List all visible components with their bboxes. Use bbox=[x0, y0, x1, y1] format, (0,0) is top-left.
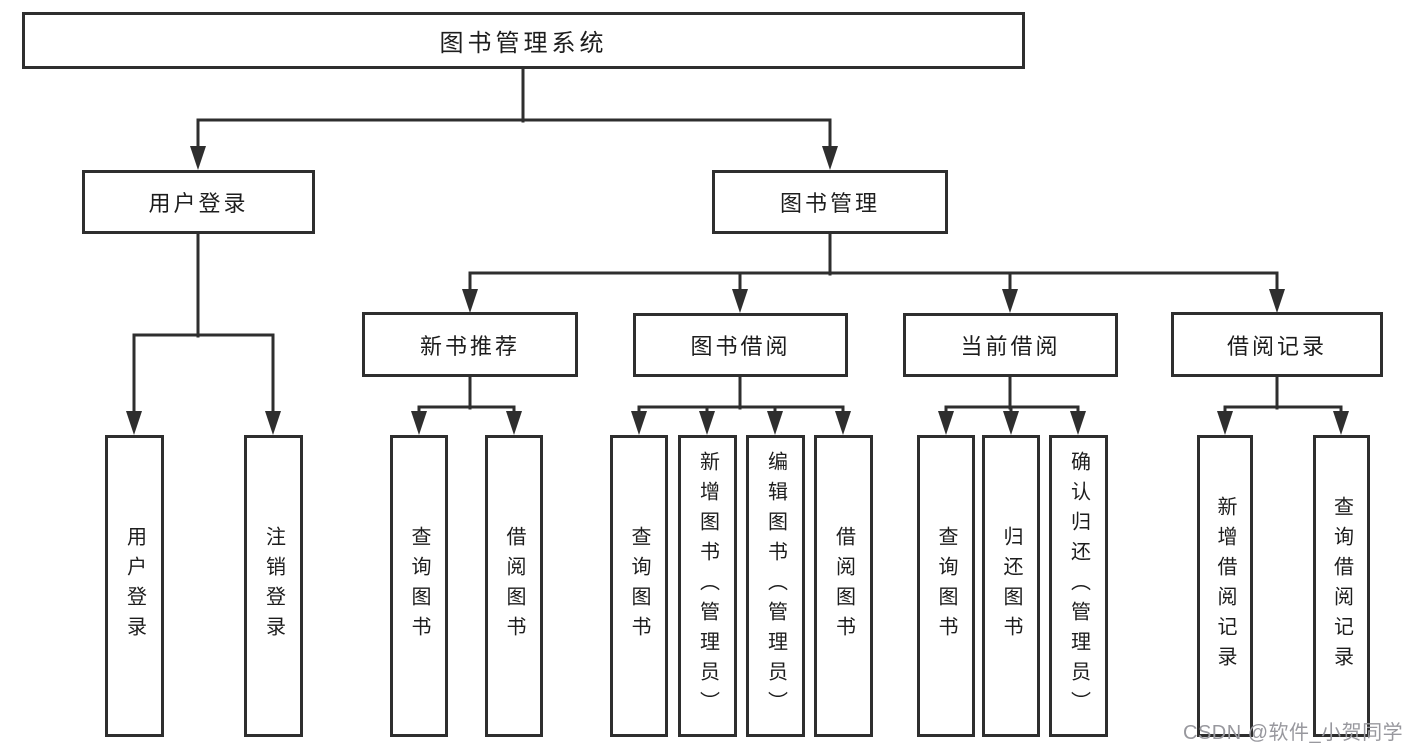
csdn-watermark: CSDN @软件_小贺同学 bbox=[1183, 722, 1404, 744]
node-book-borrow: 图书借阅 bbox=[633, 313, 848, 377]
leaf-confirm-return-admin: 确认归还（管理员） bbox=[1049, 435, 1108, 737]
leaf-borrow-query-books: 查询图书 bbox=[610, 435, 668, 737]
leaf-user-login: 用户登录 bbox=[105, 435, 164, 737]
connector-lines bbox=[132, 66, 1343, 415]
leaf-return-books: 归还图书 bbox=[982, 435, 1040, 737]
leaf-edit-books-admin: 编辑图书（管理员） bbox=[746, 435, 805, 737]
node-root: 图书管理系统 bbox=[22, 12, 1025, 69]
leaf-add-borrow-record: 新增借阅记录 bbox=[1197, 435, 1253, 737]
node-current-borrow: 当前借阅 bbox=[903, 313, 1118, 377]
leaf-recommend-borrow-books: 借阅图书 bbox=[485, 435, 543, 737]
node-borrow-records: 借阅记录 bbox=[1171, 312, 1383, 377]
leaf-logout: 注销登录 bbox=[244, 435, 303, 737]
leaf-query-borrow-record: 查询借阅记录 bbox=[1313, 435, 1370, 737]
arrowheads bbox=[126, 146, 1349, 435]
leaf-borrow-books: 借阅图书 bbox=[814, 435, 873, 737]
node-book-management: 图书管理 bbox=[712, 170, 948, 234]
leaf-recommend-query-books: 查询图书 bbox=[390, 435, 448, 737]
node-user-login: 用户登录 bbox=[82, 170, 315, 234]
node-new-book-recommend: 新书推荐 bbox=[362, 312, 578, 377]
leaf-add-books-admin: 新增图书（管理员） bbox=[678, 435, 737, 737]
leaf-current-query-books: 查询图书 bbox=[917, 435, 975, 737]
